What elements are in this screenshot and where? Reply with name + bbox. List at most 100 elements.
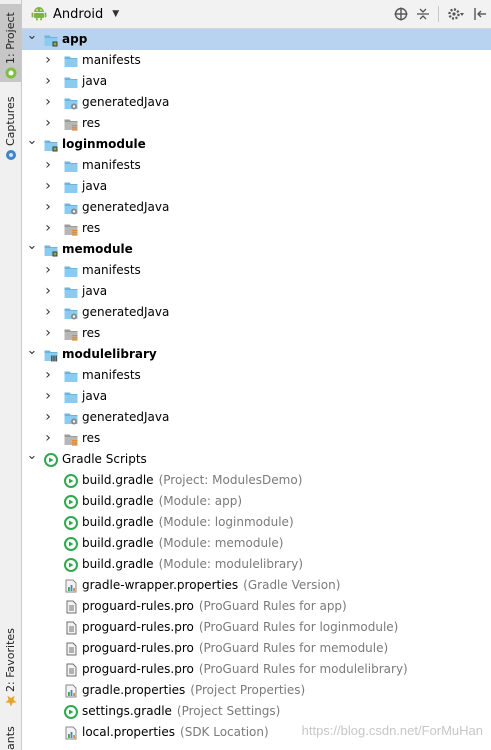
tree-item-text: java (82, 71, 107, 92)
tree-row[interactable]: proguard-rules.pro(ProGuard Rules for ap… (22, 596, 491, 617)
tree-row[interactable]: ⌄ memodule (22, 239, 491, 260)
tree-row[interactable]: ›manifests (22, 155, 491, 176)
tree-row[interactable]: build.gradle(Module: memodule) (22, 533, 491, 554)
chevron-right-icon[interactable]: › (45, 325, 51, 341)
chevron-right-icon[interactable]: › (45, 199, 51, 215)
folder-icon (64, 390, 78, 403)
tree-row[interactable]: › manifests (22, 50, 491, 71)
tree-row[interactable]: ⌄ Gradle Scripts (22, 449, 491, 470)
generated-folder-icon (64, 411, 78, 425)
tree-row[interactable]: › java (22, 386, 491, 407)
tree-item-label: java (82, 179, 108, 193)
tree-item-text: build.gradle(Module: modulelibrary) (82, 554, 303, 575)
tree-row[interactable]: › java (22, 176, 491, 197)
chevron-down-icon[interactable]: ⌄ (26, 448, 38, 463)
tree-row[interactable]: build.gradle(Module: loginmodule) (22, 512, 491, 533)
tree-row[interactable]: ›generatedJava (22, 92, 491, 113)
chevron-right-icon[interactable]: › (45, 178, 51, 194)
tool-window-sidebar: 1: Project Captures 2: Favorites ants (0, 0, 22, 750)
tree-row[interactable]: proguard-rules.pro(ProGuard Rules for me… (22, 638, 491, 659)
chevron-right-icon[interactable]: › (45, 262, 51, 278)
chevron-right-icon[interactable]: › (45, 115, 51, 131)
gradle-icon (64, 474, 78, 488)
tree-item-label: res (82, 326, 101, 340)
view-mode-selector[interactable]: Android ▼ (31, 5, 119, 24)
captures-tool-tab-label: Captures (4, 96, 17, 146)
tree-item-label: local.properties (82, 725, 176, 739)
tree-row[interactable]: › res (22, 323, 491, 344)
tree-row[interactable]: ›res (22, 113, 491, 134)
tree-row[interactable]: ›java (22, 281, 491, 302)
chevron-right-icon[interactable]: › (45, 157, 51, 173)
tree-row[interactable]: build.gradle(Module: modulelibrary) (22, 554, 491, 575)
tree-item-text: generatedJava (82, 302, 169, 323)
tree-item-text: settings.gradle(Project Settings) (82, 701, 280, 722)
watermark: https://blog.csdn.net/ForMuHan (301, 723, 483, 738)
chevron-right-icon[interactable]: › (45, 283, 51, 299)
chevron-down-icon: ▼ (112, 9, 120, 19)
chevron-right-icon[interactable]: › (45, 430, 51, 446)
tree-item-label: memodule (62, 242, 133, 256)
tree-item-text: proguard-rules.pro(ProGuard Rules for ap… (82, 596, 347, 617)
collapse-icon[interactable] (416, 5, 430, 23)
tree-item-hint: (ProGuard Rules for app) (198, 599, 347, 613)
tree-item-label: res (82, 431, 101, 445)
chevron-right-icon[interactable]: › (45, 409, 51, 425)
tree-row[interactable]: local.properties(SDK Location) (22, 722, 491, 743)
chevron-right-icon[interactable]: › (45, 388, 51, 404)
tree-item-label: generatedJava (82, 410, 170, 424)
chevron-down-icon[interactable]: ⌄ (26, 343, 38, 358)
tree-item-text: res (82, 428, 100, 449)
tree-row[interactable]: build.gradle(Project: ModulesDemo) (22, 470, 491, 491)
tree-item-label: Gradle Scripts (62, 452, 147, 466)
tree-row[interactable]: ›manifests (22, 260, 491, 281)
tree-row[interactable]: ›generatedJava (22, 197, 491, 218)
tree-item-text: build.gradle(Module: loginmodule) (82, 512, 294, 533)
tree-item-label: build.gradle (82, 536, 154, 550)
project-toolbar: Android ▼ (22, 0, 491, 29)
tree-item-text: gradle.properties(Project Properties) (82, 680, 305, 701)
tree-row[interactable]: ⌄app (22, 29, 491, 50)
tree-item-text: proguard-rules.pro(ProGuard Rules for me… (82, 638, 388, 659)
captures-tool-tab[interactable]: Captures (0, 92, 21, 164)
chevron-right-icon[interactable]: › (45, 94, 51, 110)
project-tool-tab[interactable]: 1: Project (0, 4, 21, 82)
tree-row[interactable]: gradle.properties(Project Properties) (22, 680, 491, 701)
target-icon[interactable] (394, 5, 408, 23)
hide-icon[interactable] (473, 5, 487, 23)
chevron-right-icon[interactable]: › (45, 304, 51, 320)
tree-row[interactable]: › generatedJava (22, 407, 491, 428)
resources-folder-icon (64, 222, 78, 236)
tree-row[interactable]: ⌄modulelibrary (22, 344, 491, 365)
generated-folder-icon (64, 306, 78, 320)
chevron-right-icon[interactable]: › (45, 367, 51, 383)
chevron-down-icon[interactable]: ⌄ (26, 238, 38, 253)
tree-row[interactable]: proguard-rules.pro(ProGuard Rules for lo… (22, 617, 491, 638)
chevron-right-icon[interactable]: › (45, 220, 51, 236)
tree-row[interactable]: › manifests (22, 365, 491, 386)
tree-item-label: manifests (82, 368, 141, 382)
tree-item-hint: (Project: ModulesDemo) (158, 473, 303, 487)
tree-row[interactable]: proguard-rules.pro(ProGuard Rules for mo… (22, 659, 491, 680)
tree-row[interactable]: › res (22, 428, 491, 449)
tree-row[interactable]: build.gradle(Module: app) (22, 491, 491, 512)
tree-row[interactable]: ⌄loginmodule (22, 134, 491, 155)
folder-icon (64, 180, 78, 193)
project-icon (5, 67, 17, 79)
tree-row[interactable]: ›res (22, 218, 491, 239)
favorites-tool-tab[interactable]: 2: Favorites (0, 624, 21, 710)
tree-item-text: java (82, 386, 107, 407)
tree-row[interactable]: › generatedJava (22, 302, 491, 323)
view-mode-label: Android (53, 6, 104, 22)
gear-icon[interactable] (447, 5, 465, 23)
build-variants-tool-tab[interactable]: ants (0, 722, 21, 750)
tree-item-label: manifests (82, 53, 141, 67)
chevron-down-icon[interactable]: ⌄ (26, 133, 38, 148)
project-tree[interactable]: ⌄app›manifests›java›generatedJava›res⌄lo… (22, 29, 491, 743)
chevron-right-icon[interactable]: › (45, 73, 51, 89)
tree-row[interactable]: › java (22, 71, 491, 92)
tree-row[interactable]: gradle-wrapper.properties(Gradle Version… (22, 575, 491, 596)
tree-row[interactable]: settings.gradle(Project Settings) (22, 701, 491, 722)
chevron-down-icon[interactable]: ⌄ (26, 28, 38, 43)
chevron-right-icon[interactable]: › (45, 52, 51, 68)
